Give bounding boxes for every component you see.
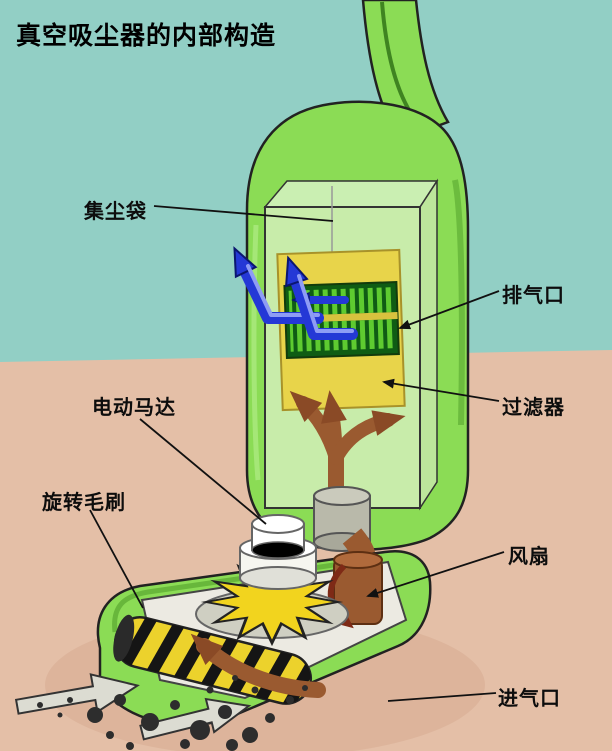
fan-pointer-line <box>366 551 505 598</box>
label-exhaust-port: 排气口 <box>502 285 565 307</box>
brush-pointer-line <box>89 509 144 609</box>
label-dust-bag: 集尘袋 <box>84 201 147 223</box>
motor-pointer-line <box>139 418 267 525</box>
label-rotating-brush: 旋转毛刷 <box>42 492 126 514</box>
dust-bag-pointer-line <box>153 205 334 222</box>
dust-specks <box>37 675 308 751</box>
pointer-lines <box>89 205 505 702</box>
airflow-arrows <box>289 390 406 514</box>
intake-pointer-line <box>387 692 497 702</box>
label-air-intake: 进气口 <box>498 688 561 710</box>
label-filter: 过滤器 <box>502 397 565 419</box>
label-fan: 风扇 <box>508 546 550 568</box>
motor <box>239 514 317 590</box>
page-title: 真空吸尘器的内部构造 <box>16 22 277 50</box>
filter-pointer-line <box>382 378 500 402</box>
exhaust-air-arrows <box>233 246 358 340</box>
label-motor: 电动马达 <box>92 397 176 419</box>
exhaust-port-pointer-line <box>398 290 500 330</box>
